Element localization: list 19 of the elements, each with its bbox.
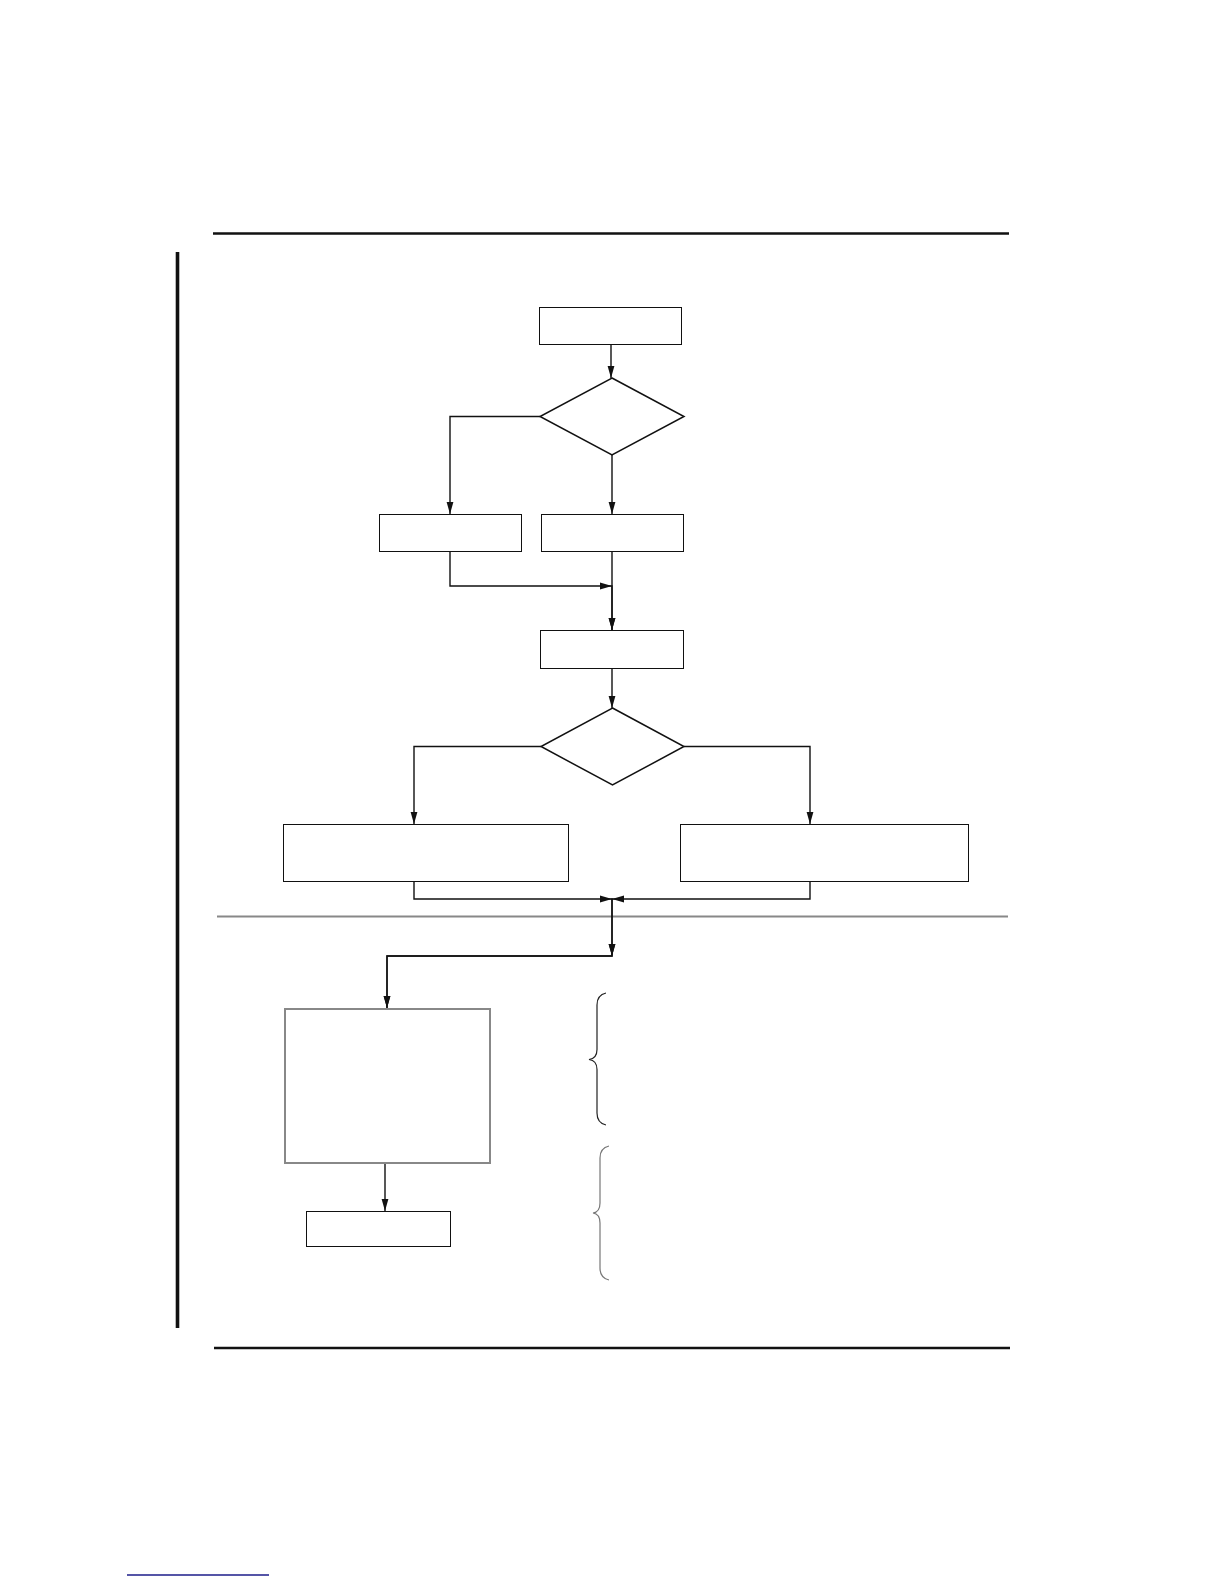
process-box — [306, 1211, 451, 1247]
process-box — [539, 307, 682, 345]
process-box — [379, 514, 522, 552]
flow-arrow — [381, 1163, 389, 1212]
flow-arrow — [383, 881, 811, 1009]
flow-arrow — [608, 668, 616, 709]
decision-diamond — [541, 708, 684, 785]
process-box — [283, 824, 569, 882]
flow-arrow — [608, 551, 616, 631]
process-box — [680, 824, 969, 882]
flow-arrow — [683, 745, 814, 825]
flow-arrow — [608, 454, 616, 515]
decision-diamond — [540, 378, 684, 455]
process-box — [284, 1008, 491, 1164]
process-box — [541, 514, 684, 552]
flow-arrow — [607, 344, 615, 379]
process-box — [540, 630, 684, 669]
flow-arrow — [410, 745, 542, 825]
flow-arrow — [446, 415, 541, 515]
